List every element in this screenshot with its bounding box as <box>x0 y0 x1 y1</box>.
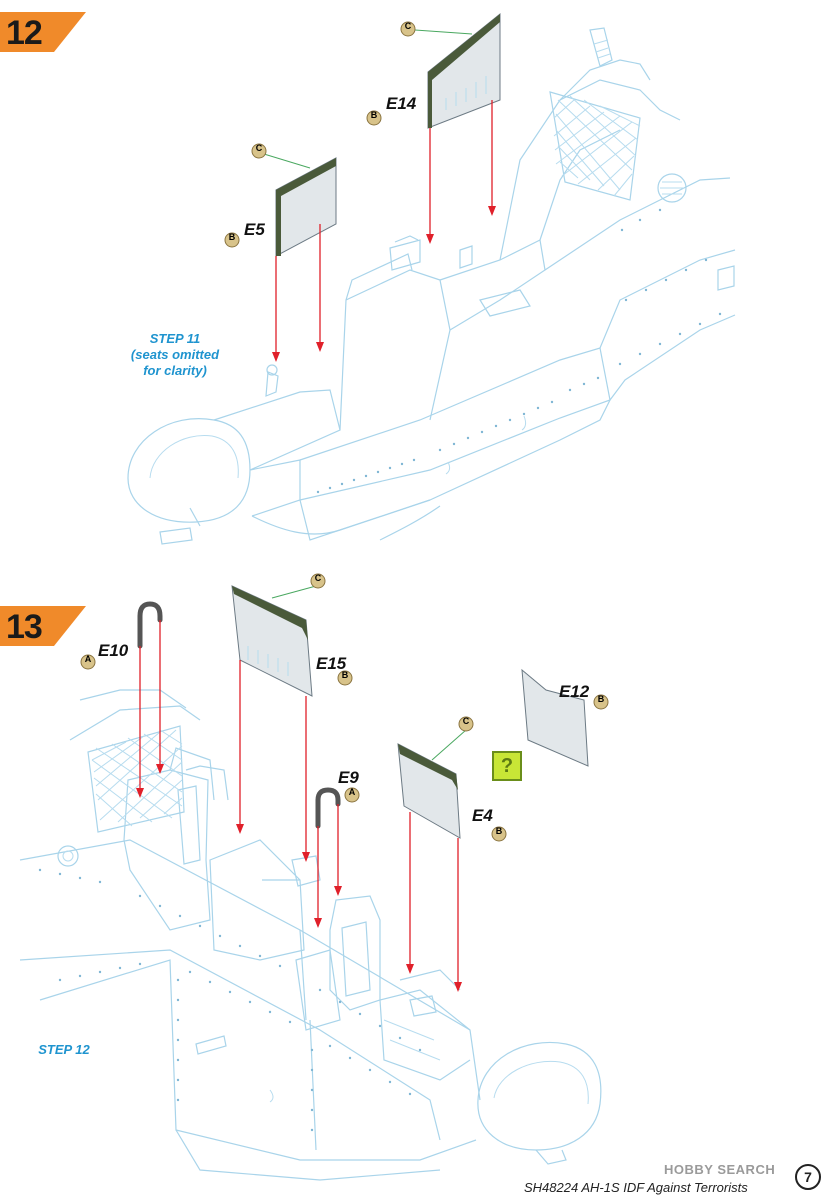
step-12-badge <box>0 12 86 52</box>
part-e15-shape <box>231 585 313 697</box>
part-label-e10: E10 <box>98 641 129 660</box>
part-e14-shape <box>427 12 501 129</box>
color-code-label: B <box>495 826 503 836</box>
caption-line: STEP 11 <box>149 331 201 346</box>
question-mark-icon: ? <box>492 751 522 781</box>
color-code-label: A <box>84 654 92 664</box>
step-number-12: 12 <box>6 14 43 52</box>
step-11-caption: STEP 11 (seats omitted for clarity) <box>110 331 240 379</box>
footer-title: SH48224 AH-1S IDF Against Terrorists <box>524 1180 748 1195</box>
caption-line: (seats omitted <box>130 347 220 362</box>
mesh-panel-rear <box>549 91 641 201</box>
part-label-e12: E12 <box>559 682 590 701</box>
color-code-label: B <box>370 110 378 120</box>
caption-line: for clarity) <box>143 363 207 378</box>
part-label-e14: E14 <box>386 94 417 113</box>
part-e4-shape <box>397 743 461 839</box>
color-code-label: A <box>348 787 356 797</box>
color-code-label: B <box>228 232 236 242</box>
color-code-label: C <box>462 716 470 726</box>
watermark: HOBBY SEARCH <box>664 1162 776 1177</box>
part-label-e9: E9 <box>338 768 359 787</box>
step-13-arrows <box>136 620 462 992</box>
color-code-label: C <box>255 143 263 153</box>
color-code-label: C <box>404 21 412 31</box>
part-label-e4: E4 <box>472 806 493 825</box>
mesh-panel-front <box>87 725 185 833</box>
color-chips <box>80 21 609 842</box>
part-label-e5: E5 <box>244 220 265 239</box>
step-13-fuselage <box>19 689 602 1181</box>
color-code-label: B <box>597 694 605 704</box>
color-code-label: C <box>314 573 322 583</box>
step-13-badge <box>0 606 86 646</box>
part-e5-shape <box>275 157 337 257</box>
step-12-fuselage <box>127 27 736 545</box>
color-code-label: B <box>341 670 349 680</box>
part-e9-shape <box>315 787 341 829</box>
step-12-caption: STEP 12 <box>24 1042 104 1058</box>
part-e10-shape <box>137 601 163 649</box>
part-label-e15: E15 <box>316 654 347 673</box>
part-e12-shape <box>521 668 589 767</box>
step-number-13: 13 <box>6 608 43 646</box>
caption-line: STEP 12 <box>38 1042 90 1057</box>
step-12-arrows <box>272 100 496 362</box>
page-number: 7 <box>795 1164 821 1190</box>
